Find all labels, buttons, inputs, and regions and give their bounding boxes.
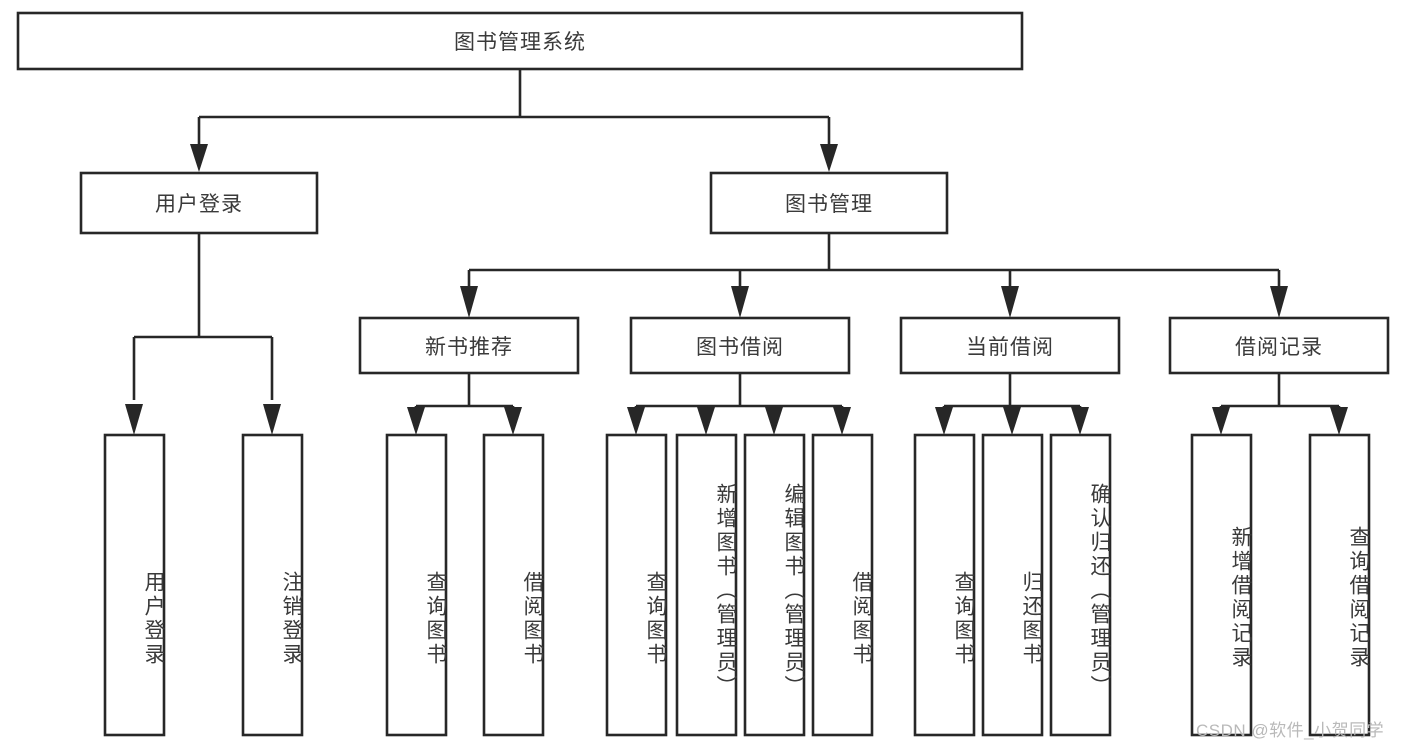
connector-borrow-record-children [1212, 373, 1348, 435]
node-box-leaf-current-borrow-1[interactable] [981, 433, 1044, 737]
node-box-borrow-record[interactable] [1168, 316, 1390, 375]
csdn-watermark: CSDN @软件_小贺同学 [1196, 721, 1385, 740]
node-box-root[interactable] [16, 11, 1024, 71]
node-box-new-book-recommend[interactable] [358, 316, 580, 375]
connector-new-book-children [407, 373, 522, 435]
connector-root-trunk [190, 69, 838, 172]
node-box-book-borrow[interactable] [629, 316, 851, 375]
node-box-book-manage[interactable] [709, 171, 949, 235]
node-box-leaf-borrow-record-0[interactable] [1190, 433, 1253, 737]
node-box-leaf-new-book-0[interactable] [385, 433, 448, 737]
node-box-leaf-book-borrow-3[interactable] [811, 433, 874, 737]
connector-user-login-children [125, 233, 281, 435]
connector-book-manage-children [460, 233, 1288, 318]
node-box-leaf-new-book-1[interactable] [482, 433, 545, 737]
node-box-current-borrow[interactable] [899, 316, 1121, 375]
node-box-leaf-book-borrow-2[interactable] [743, 433, 806, 737]
node-box-leaf-user-login-1[interactable] [241, 433, 304, 737]
connector-book-borrow-children [627, 373, 851, 435]
node-box-leaf-user-login-0[interactable] [103, 433, 166, 737]
node-box-leaf-borrow-record-1[interactable] [1308, 433, 1371, 737]
node-box-leaf-current-borrow-2[interactable] [1049, 433, 1112, 737]
node-box-leaf-book-borrow-1[interactable] [675, 433, 738, 737]
connector-current-borrow-children [935, 373, 1089, 435]
node-box-leaf-book-borrow-0[interactable] [605, 433, 668, 737]
node-box-user-login[interactable] [79, 171, 319, 235]
node-box-leaf-current-borrow-0[interactable] [913, 433, 976, 737]
